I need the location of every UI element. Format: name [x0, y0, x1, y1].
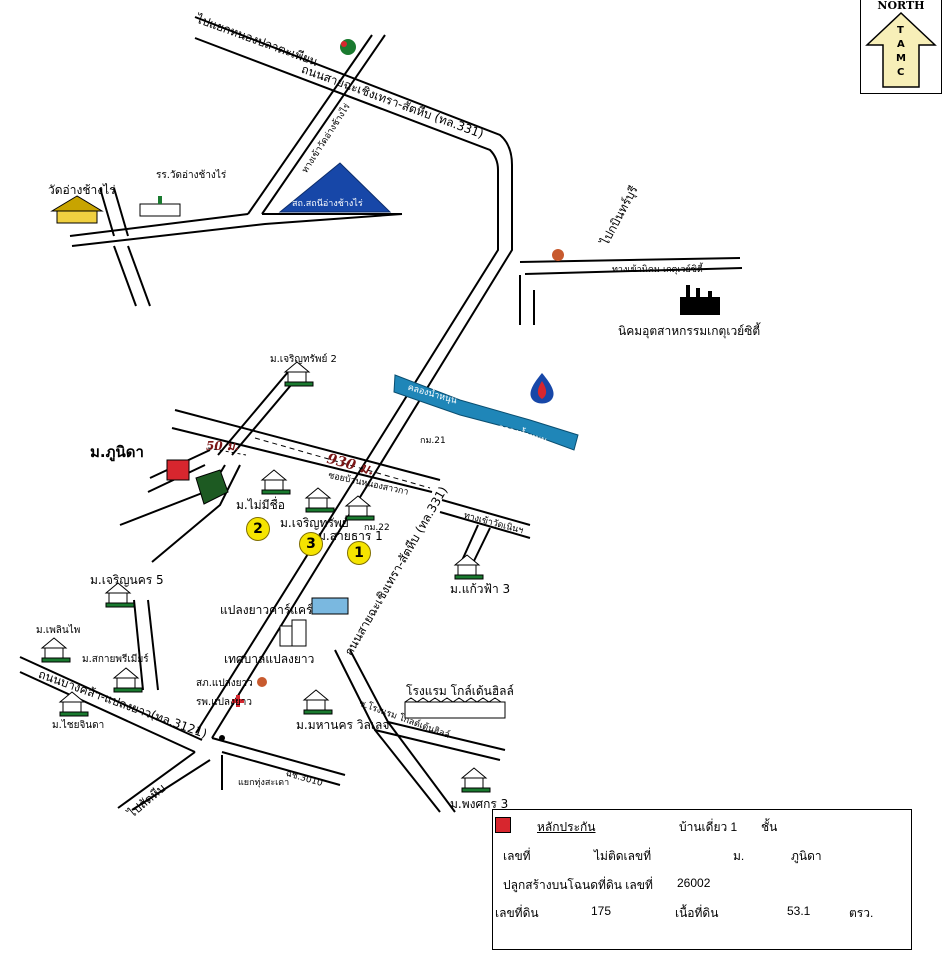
place-saithan1: ม.สายธาร 1 — [318, 529, 383, 543]
green-plot — [195, 469, 229, 505]
north-letter: T — [897, 25, 904, 36]
place-hotel: โรงแรม โกล์เด้นฮิลล์ — [406, 684, 514, 698]
leaf-icon — [552, 249, 564, 261]
temple-icon — [50, 195, 104, 224]
carcare-icon — [311, 597, 349, 615]
place-estate: นิคมอุตสาหกรรมเกตุเวย์ซิตี้ — [618, 324, 761, 338]
place-police: สภ.แปลงยาว — [196, 678, 253, 689]
marker-3: 3 — [299, 532, 323, 556]
factory-icon — [680, 285, 720, 315]
collateral-swatch — [495, 817, 511, 833]
place-chaichinda: ม.ไชยจินดา — [52, 720, 105, 731]
municipality-icon — [279, 619, 307, 647]
collateral-marker — [166, 459, 190, 481]
legend-floors: ชั้น — [761, 820, 778, 834]
house-icon — [58, 691, 89, 717]
legend-house-type: บ้านเดี่ยว 1 — [679, 820, 738, 834]
hotel-icon — [404, 697, 506, 719]
place-charoennakhon5: ม.เจริญนคร 5 — [90, 573, 164, 587]
distance-50: 50 ม. — [206, 439, 239, 453]
km-marker-21: กม.21 — [420, 436, 446, 446]
place-phongsakorn3: ม.พงศกร 3 — [450, 797, 509, 811]
place-wat: วัดอ่างช้างไร่ — [48, 183, 116, 197]
place-charoensap2: ม.เจริญทรัพย์ 2 — [270, 354, 337, 365]
health-station-triangle — [278, 162, 392, 213]
house-icon — [104, 582, 135, 608]
legend-number-value: ไม่ติดเลขที่ — [594, 849, 652, 863]
distance-line-930 — [254, 437, 431, 489]
legend-area-label: เนื้อที่ดิน — [675, 906, 719, 920]
legend-deed-label: ปลูกสร้างบนโฉนดที่ดิน เลขที่ — [503, 878, 653, 892]
place-municipality: เทศบาลแปลงยาว — [224, 652, 315, 666]
house-icon — [460, 767, 491, 793]
intersection-dot — [219, 735, 225, 741]
north-label: NORTH — [877, 0, 925, 12]
school-icon — [139, 196, 181, 217]
place-carcare: แปลงยาวคาร์แคร์ — [220, 603, 313, 617]
legend-area-unit: ตรว. — [849, 906, 874, 920]
house-icon — [453, 554, 484, 580]
legend-panel: หลักประกัน บ้านเดี่ยว 1 ชั้น เลขที่ ไม่ต… — [492, 809, 912, 950]
highway-331 — [194, 16, 513, 739]
legend-area-value: 53.1 — [787, 904, 811, 918]
ptt-logo-icon — [530, 373, 554, 404]
legend-deed-value: 26002 — [677, 876, 711, 890]
km-marker-22: กม.22 — [364, 523, 390, 533]
house-icon — [40, 637, 71, 663]
north-arrow: NORTH T A M C — [860, 0, 942, 94]
hospital-icon — [232, 695, 244, 707]
house-icon — [344, 495, 375, 521]
north-letter: C — [897, 67, 905, 78]
place-charoensap: ม.เจริญทรัพย์ — [280, 516, 349, 530]
legend-village-label: ม. — [733, 849, 745, 863]
legend-land-no-value: 175 — [591, 904, 612, 918]
place-hospital: รพ.แปลงยาว — [196, 697, 253, 708]
house-icon — [283, 361, 314, 387]
house-icon — [302, 689, 333, 715]
police-icon — [257, 677, 267, 687]
legend-land-no-label: เลขที่ดิน — [495, 906, 539, 920]
house-icon — [112, 667, 143, 693]
marker-1: 1 — [347, 541, 371, 565]
house-icon — [260, 469, 291, 495]
legend-village-value: ภูนิดา — [791, 849, 822, 863]
landmark-icon — [340, 39, 356, 55]
road-label-estate: ทางเข้านิคม-เกตุเวย์ซิตี้ — [612, 265, 703, 275]
place-phunida: ม.ภูนิดา — [90, 443, 144, 461]
marker-2: 2 — [246, 517, 270, 541]
place-maimichue: ม.ไม่มีชื่อ — [236, 498, 285, 512]
place-school: รร.วัดอ่างช้างไร่ — [156, 170, 227, 181]
place-ploenphai: ม.เพลินไพ — [36, 625, 81, 636]
road-label-thung-sakao: แยกทุ่งสะเดา — [238, 778, 290, 788]
highway-331-inner — [194, 37, 499, 734]
legend-number-label: เลขที่ — [503, 849, 531, 863]
house-icon — [304, 487, 335, 513]
place-mahanakhon: ม.มหานคร วิลเลจ — [296, 718, 390, 732]
place-health-station: สถ.สถนีอ่างช้างไร่ — [292, 199, 363, 209]
place-sakaiprem: ม.สกายพรีเมียร์ — [82, 654, 149, 665]
legend-collateral: หลักประกัน — [537, 820, 596, 834]
north-letter: A — [897, 39, 905, 50]
place-kaewfa3: ม.แก้วฟ้า 3 — [450, 582, 511, 596]
canal — [393, 374, 579, 451]
north-letter: M — [896, 53, 906, 64]
north-arrow-icon — [865, 11, 937, 88]
